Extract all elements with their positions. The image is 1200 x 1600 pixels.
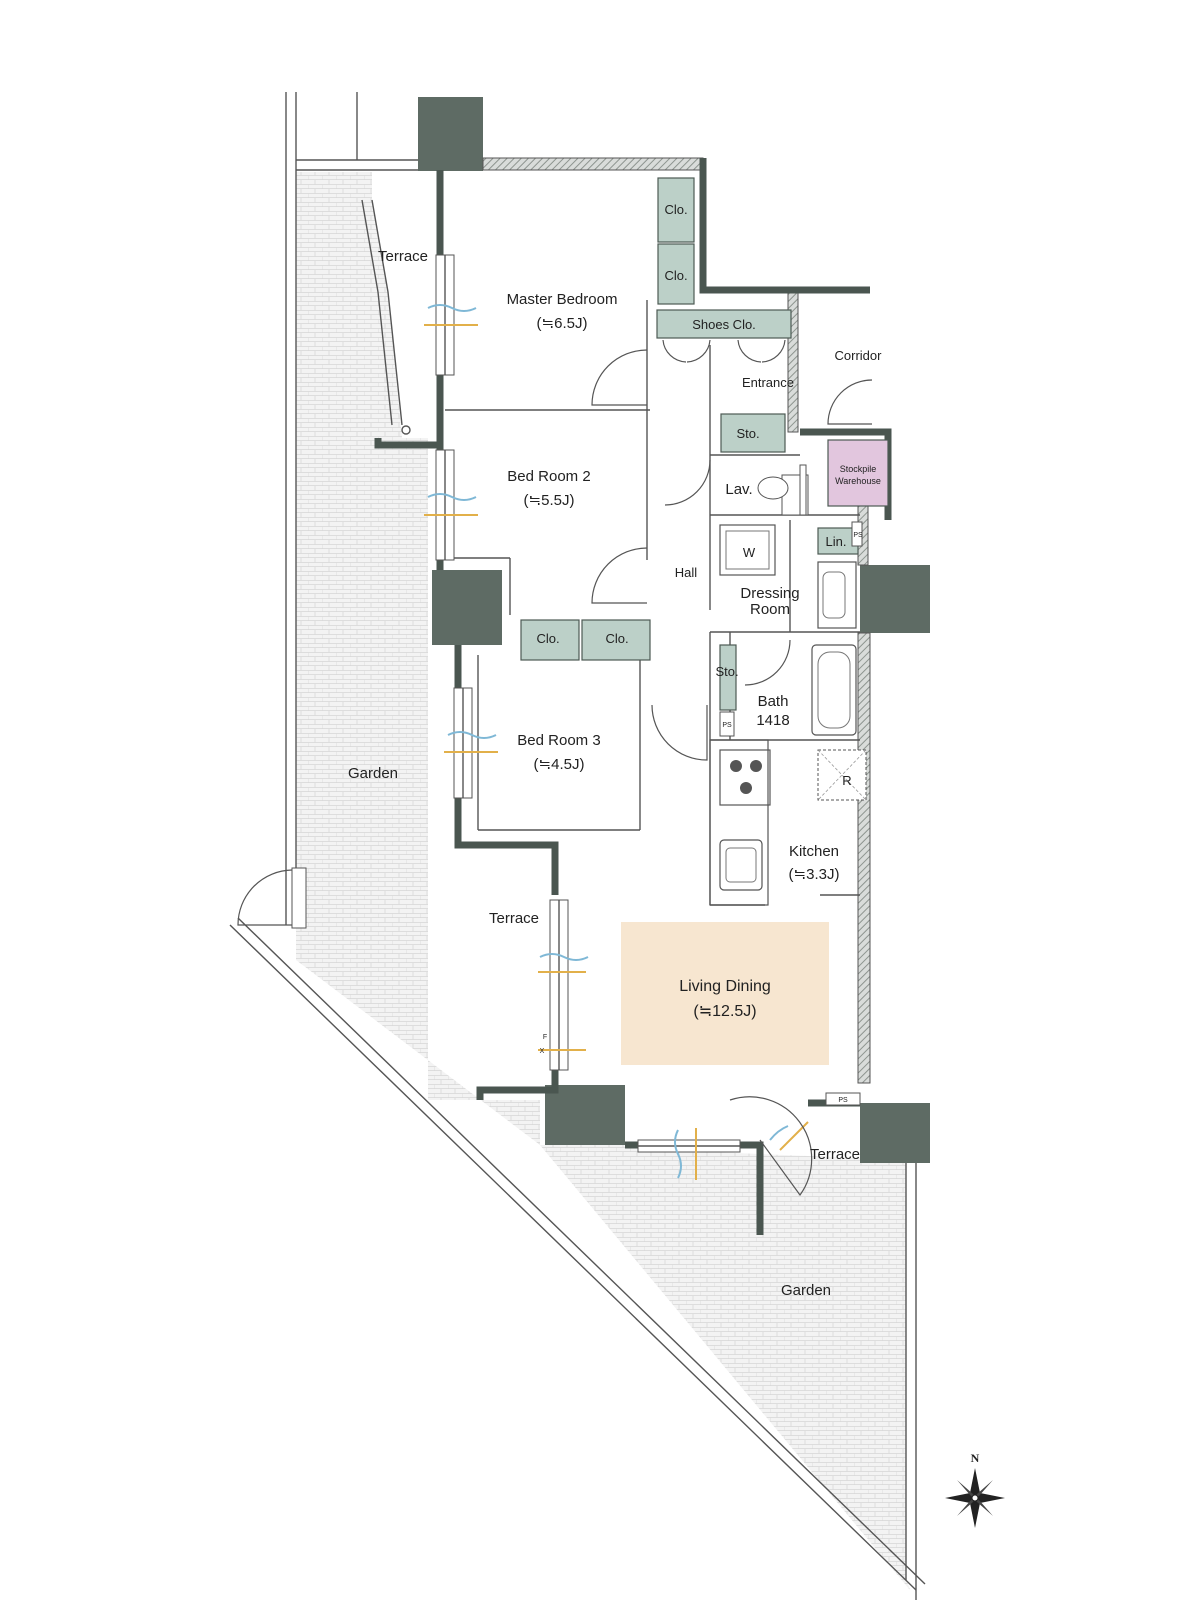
garden-south-label: Garden <box>781 1282 831 1299</box>
lin-label: Lin. <box>826 534 847 549</box>
compass-rose-icon <box>945 1468 1005 1528</box>
north-compass: N <box>945 1451 1005 1528</box>
kitchen-name: Kitchen <box>789 843 839 860</box>
bed-room-2-size: (≒5.5J) <box>524 492 575 509</box>
living-dining-size: (≒12.5J) <box>693 1003 756 1020</box>
compass-north-label: N <box>971 1451 980 1465</box>
labels: Master Bedroom (≒6.5J) Bed Room 2 (≒5.5J… <box>348 202 882 1299</box>
refrigerator-label: R <box>842 773 851 788</box>
bath-name: Bath <box>758 693 789 710</box>
lav-label: Lav. <box>725 481 752 498</box>
stockpile-line1: Stockpile <box>840 464 877 474</box>
bed-room-3-size: (≒4.5J) <box>534 756 585 773</box>
storage-units <box>520 177 889 711</box>
entrance-label: Entrance <box>742 375 794 390</box>
doors <box>591 339 873 1197</box>
dressing-room-line1: Dressing <box>740 585 799 602</box>
kitchen-size: (≒3.3J) <box>789 866 840 883</box>
living-dining-zone <box>621 922 829 1065</box>
shoes-clo-label: Shoes Clo. <box>692 317 756 332</box>
west-garden-area <box>285 92 540 1145</box>
corridor-label: Corridor <box>835 348 883 363</box>
ps-label-3: PS <box>838 1097 848 1104</box>
terrace-north-label: Terrace <box>378 248 428 265</box>
dressing-room-line2: Room <box>750 601 790 618</box>
fixtures <box>709 464 867 1106</box>
clo-mid-1-label: Clo. <box>536 631 559 646</box>
bed-room-2-name: Bed Room 2 <box>507 468 590 485</box>
sto-entrance-label: Sto. <box>736 426 759 441</box>
clo-mid-2-label: Clo. <box>605 631 628 646</box>
hall-label: Hall <box>675 565 698 580</box>
ps-label-1: PS <box>722 722 732 729</box>
bed-room-3-name: Bed Room 3 <box>517 732 600 749</box>
bath-size: 1418 <box>756 712 789 729</box>
garden-west-label: Garden <box>348 765 398 782</box>
stockpile-warehouse-box <box>827 439 889 507</box>
fix-window-f: F <box>543 1034 547 1041</box>
windows <box>435 254 741 1153</box>
ps-label-2: PS <box>853 532 863 539</box>
north-terrace-area <box>361 172 430 438</box>
south-garden-area <box>229 917 926 1600</box>
garden-gate <box>237 867 307 929</box>
fix-window-x: X <box>540 1048 545 1055</box>
master-bedroom-size: (≒6.5J) <box>537 315 588 332</box>
clo-top-1-label: Clo. <box>664 202 687 217</box>
stockpile-line2: Warehouse <box>835 476 881 486</box>
sto-bath-label: Sto. <box>715 664 738 679</box>
clo-top-2-label: Clo. <box>664 268 687 283</box>
master-bedroom-name: Master Bedroom <box>507 291 618 308</box>
living-dining-name: Living Dining <box>679 978 771 995</box>
terrace-mid-label: Terrace <box>489 910 539 927</box>
terrace-south-label: Terrace <box>810 1146 860 1163</box>
walls <box>374 97 930 1235</box>
washer-label: W <box>743 545 756 560</box>
